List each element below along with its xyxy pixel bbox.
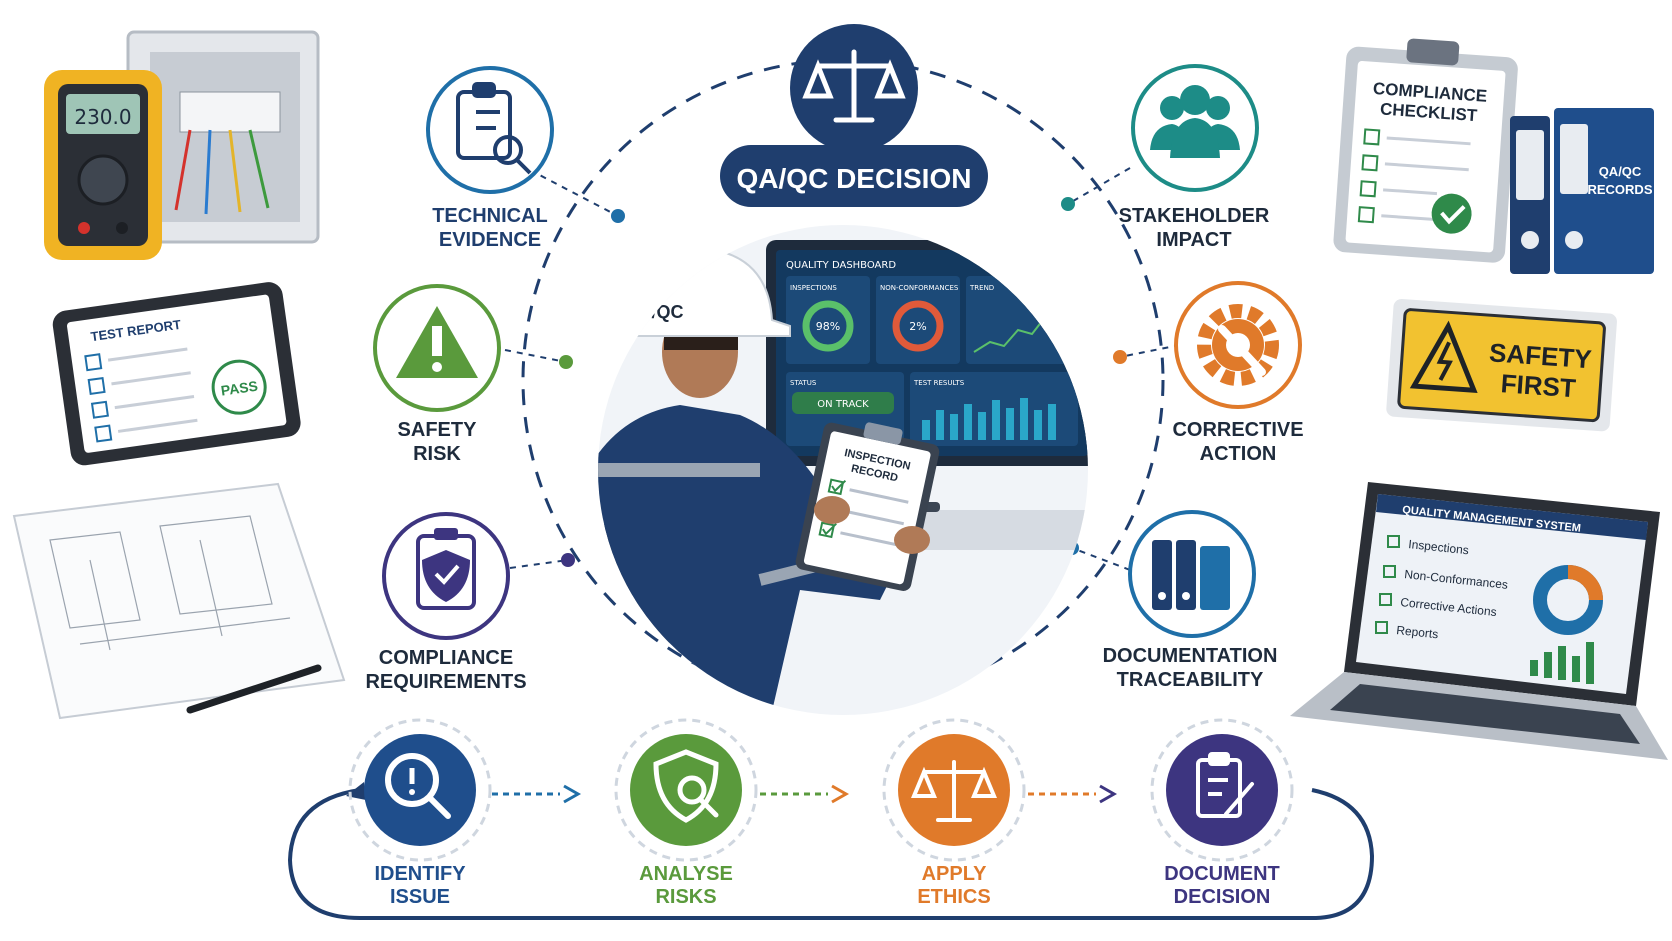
process-step-document-decision: DOCUMENT DECISION — [1150, 718, 1294, 908]
identify-issue-line2: ISSUE — [390, 886, 450, 908]
nc-value: 2% — [909, 320, 926, 333]
safety-sign-line1: SAFETY — [1488, 337, 1592, 374]
identify-issue-line1: IDENTIFY — [374, 863, 466, 885]
stakeholder-impact-line2: IMPACT — [1156, 229, 1231, 251]
gear-wrench-icon — [1197, 304, 1279, 386]
qms-item-inspections: Inspections — [1408, 537, 1470, 557]
inspections-label: INSPECTIONS — [790, 284, 837, 292]
blueprint-drawing — [12, 482, 346, 720]
safety-first-sign: SAFETY FIRST — [1386, 298, 1617, 432]
apply-ethics-line1: APPLY — [922, 863, 988, 885]
document-decision-line1: DOCUMENT — [1164, 863, 1280, 885]
warning-triangle-icon — [396, 306, 478, 378]
factor-compliance-requirements: COMPLIANCE REQUIREMENTS — [365, 512, 527, 693]
process-step-identify-issue: IDENTIFY ISSUE — [348, 718, 492, 908]
documentation-traceability-line2: TRACEABILITY — [1117, 669, 1264, 691]
factor-safety-risk: SAFETY RISK — [373, 284, 501, 465]
inspections-value: 98% — [816, 320, 840, 333]
page-title: QA/QC DECISION — [737, 163, 972, 194]
factor-stakeholder-impact: STAKEHOLDER IMPACT — [1119, 64, 1270, 251]
balance-scale-icon — [802, 49, 906, 123]
decision-ring — [521, 58, 1165, 702]
process-step-apply-ethics: APPLY ETHICS — [882, 718, 1026, 908]
document-decision-line2: DECISION — [1174, 886, 1271, 908]
clipboard-pen-icon — [1196, 752, 1254, 818]
process-step-analyse-risks: ANALYSE RISKS — [614, 718, 758, 908]
balance-scale-icon — [911, 760, 997, 822]
dashboard-title: QUALITY DASHBOARD — [786, 260, 896, 271]
status-label: STATUS — [790, 379, 817, 387]
multimeter-reading: 230.0 — [74, 105, 131, 129]
safety-risk-line2: RISK — [413, 443, 461, 465]
analyse-risks-line2: RISKS — [655, 886, 716, 908]
binders-icon — [1152, 540, 1230, 610]
trend-label: TREND — [969, 284, 994, 292]
shield-clipboard-icon — [416, 528, 476, 610]
clipboard-search-icon — [456, 82, 532, 175]
status-value: ON TRACK — [817, 399, 869, 410]
hardhat-text: QA/QC — [624, 302, 683, 322]
inspector-scene: QUALITY DASHBOARD INSPECTIONS NON-CONFOR… — [598, 225, 1088, 715]
qms-laptop: QUALITY MANAGEMENT SYSTEM Inspections No… — [1290, 482, 1668, 760]
factor-corrective-action: CORRECTIVE ACTION — [1172, 281, 1304, 465]
qms-bars — [1530, 642, 1594, 684]
corrective-action-line1: CORRECTIVE — [1172, 419, 1303, 441]
test-report-stamp: PASS — [220, 378, 259, 399]
connectors — [504, 167, 1181, 571]
people-group-icon — [1150, 85, 1240, 158]
electrical-hazard-icon — [1409, 320, 1478, 394]
nc-label: NON-CONFORMANCES — [880, 284, 959, 292]
compliance-requirements-line2: REQUIREMENTS — [365, 671, 526, 693]
process-loop — [287, 788, 1375, 920]
pen — [186, 664, 322, 714]
analyse-risks-line1: ANALYSE — [639, 863, 733, 885]
quality-dashboard-monitor: QUALITY DASHBOARD INSPECTIONS NON-CONFOR… — [766, 240, 1088, 512]
qms-item-reports: Reports — [1396, 623, 1439, 641]
technical-evidence-line2: EVIDENCE — [439, 229, 541, 251]
scales-badge — [790, 24, 918, 152]
shield-magnifier-icon — [653, 749, 719, 823]
apply-ethics-line2: ETHICS — [917, 886, 990, 908]
safety-risk-line1: SAFETY — [398, 419, 478, 441]
checkmark-icon — [1431, 193, 1472, 234]
test-results-bars — [922, 398, 1056, 440]
binders-line1: QA/QC — [1599, 164, 1642, 179]
electrical-panel — [126, 30, 320, 244]
magnifier-alert-icon — [385, 753, 451, 819]
stakeholder-impact-line1: STAKEHOLDER — [1119, 205, 1270, 227]
multimeter: 230.0 — [44, 70, 162, 260]
compliance-requirements-line1: COMPLIANCE — [379, 647, 513, 669]
title-pill — [720, 145, 988, 207]
compliance-checklist-clipboard: COMPLIANCE CHECKLIST — [1333, 38, 1518, 263]
factor-documentation-traceability: DOCUMENTATION TRACEABILITY — [1103, 510, 1278, 691]
test-results-label: TEST RESULTS — [913, 379, 965, 387]
tablet-test-report: TEST REPORT PASS — [52, 282, 301, 466]
technical-evidence-line1: TECHNICAL — [432, 205, 548, 227]
documentation-traceability-line1: DOCUMENTATION — [1103, 645, 1278, 667]
process-arrows — [492, 784, 1118, 804]
corrective-action-line2: ACTION — [1200, 443, 1277, 465]
binders-line2: RECORDS — [1587, 182, 1652, 197]
safety-sign-line2: FIRST — [1500, 368, 1577, 403]
factor-technical-evidence: TECHNICAL EVIDENCE — [426, 66, 554, 251]
qaqc-records-binders: QA/QC RECORDS — [1510, 108, 1654, 274]
